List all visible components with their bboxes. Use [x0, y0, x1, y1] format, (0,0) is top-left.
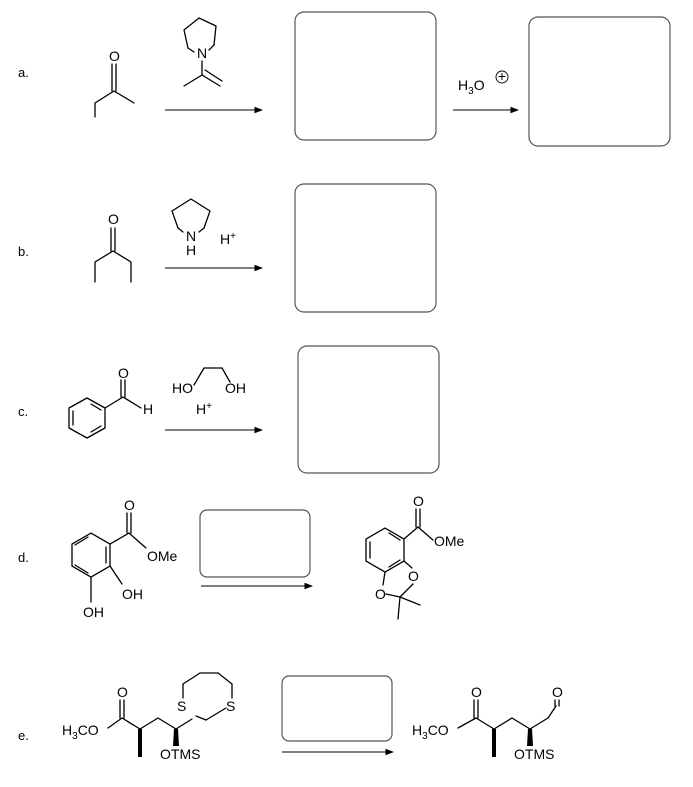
label-b: b.	[18, 244, 29, 259]
aldehyde-hydrogen: H	[143, 401, 153, 417]
problem-c: c. O H HO OH H+	[18, 345, 440, 474]
problem-a: a. O N H3O +	[18, 11, 671, 147]
product-carbonyl-oxygen: O	[413, 493, 424, 509]
pentanone-oxygen: O	[108, 211, 119, 227]
pyrrolidine-nitrogen: N	[186, 228, 196, 244]
butanone-structure: O	[94, 48, 135, 118]
start-otms: OTMS	[160, 746, 200, 762]
product-ester-oxygen: O	[471, 684, 482, 700]
ester-methoxy: OMe	[147, 548, 178, 564]
start-carbonyl-oxygen: O	[117, 684, 128, 700]
pyrrolidine-hydrogen: H	[186, 242, 196, 258]
answer-box-e[interactable]	[281, 675, 393, 742]
acid-catalyst-c: H+	[196, 401, 212, 417]
sulfur-1: S	[177, 698, 186, 714]
enamine-reagent-structure: N	[183, 17, 223, 87]
positive-charge-icon	[495, 70, 509, 84]
label-e: e.	[18, 728, 29, 743]
answer-box-b[interactable]	[294, 183, 437, 313]
problem-b: b. O N H H+	[18, 183, 437, 313]
product-methoxy: H3CO	[412, 722, 449, 742]
dihydroxybenzoate-structure: O OMe OH OH	[71, 497, 178, 620]
ethylene-glycol-structure: HO OH	[172, 367, 246, 396]
hydroxyl-3: OH	[83, 604, 104, 620]
label-a: a.	[18, 65, 29, 80]
hydroxyl-2: OH	[122, 586, 143, 602]
problem-d: d. O OMe OH OH	[18, 493, 465, 620]
benzaldehyde-structure: O H	[68, 365, 153, 439]
aldehyde-oxygen: O	[118, 365, 129, 381]
product-methoxy: OMe	[434, 533, 465, 549]
pyrrolidine-structure: N H	[171, 198, 211, 258]
answer-box-d[interactable]	[199, 509, 311, 578]
product-wedge-otms	[527, 729, 533, 746]
svg-text:+: +	[498, 68, 506, 84]
sulfur-2: S	[226, 698, 235, 714]
enamine-nitrogen: N	[197, 45, 207, 61]
answer-box-a2[interactable]	[528, 16, 671, 147]
ring-oxygen-1: O	[408, 568, 419, 584]
wedge-bond-otms	[173, 729, 179, 746]
ester-carbonyl-oxygen: O	[124, 497, 135, 513]
butanone-oxygen: O	[109, 48, 120, 64]
ring-oxygen-2: O	[375, 586, 386, 602]
product-aldehyde-oxygen: O	[552, 684, 563, 700]
aldehyde-product-structure: H3CO O OTMS O	[412, 684, 563, 762]
acid-catalyst-b: H+	[220, 231, 236, 247]
product-otms: OTMS	[514, 746, 554, 762]
wedge-bond-methyl	[138, 729, 142, 757]
start-methoxy: H3CO	[62, 722, 99, 742]
hydronium-reagent: H3O	[458, 77, 485, 97]
diol-hydroxyl-right: OH	[225, 380, 246, 396]
answer-box-c[interactable]	[297, 345, 440, 474]
acetonide-product-structure: O OMe O O	[365, 493, 465, 620]
diol-hydroxyl-left: HO	[172, 380, 193, 396]
dithiane-ester-structure: H3CO O OTMS S S	[62, 672, 235, 762]
pentanone-structure: O	[94, 211, 132, 283]
answer-box-a1[interactable]	[294, 11, 437, 141]
label-c: c.	[18, 404, 28, 419]
label-d: d.	[18, 550, 29, 565]
problem-e: e. H3CO O OTMS S S	[18, 672, 563, 762]
product-wedge-methyl	[492, 729, 496, 757]
